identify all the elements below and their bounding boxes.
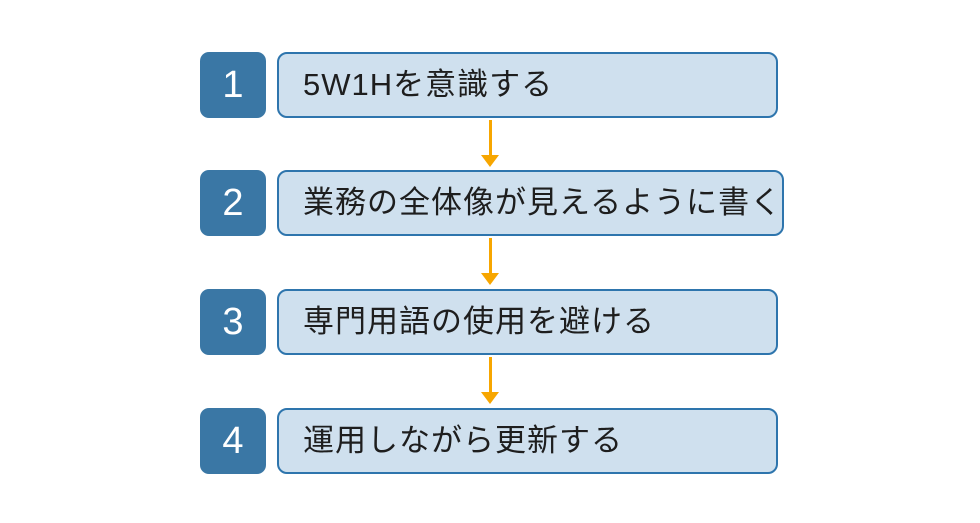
arrow-shaft bbox=[488, 238, 492, 273]
arrow-head bbox=[481, 392, 499, 404]
step-1-number: 1 bbox=[222, 64, 244, 106]
down-arrow-2 bbox=[481, 238, 499, 285]
down-arrow-1 bbox=[481, 120, 499, 167]
step-1-number-box: 1 bbox=[200, 52, 266, 118]
step-3-number: 3 bbox=[222, 301, 244, 343]
step-3-number-box: 3 bbox=[200, 289, 266, 355]
step-1-label: 5W1Hを意識する bbox=[303, 67, 554, 103]
step-row-4: 4 運用しながら更新する bbox=[200, 408, 778, 474]
arrow-head bbox=[481, 155, 499, 167]
step-row-2: 2 業務の全体像が見えるように書く bbox=[200, 170, 785, 236]
arrow-shaft bbox=[488, 120, 492, 155]
step-4-number: 4 bbox=[222, 420, 244, 462]
step-2-label-box: 業務の全体像が見えるように書く bbox=[277, 170, 785, 236]
step-4-label-box: 運用しながら更新する bbox=[277, 408, 778, 474]
arrow-head bbox=[481, 273, 499, 285]
arrow-shaft bbox=[488, 357, 492, 392]
step-row-1: 1 5W1Hを意識する bbox=[200, 52, 778, 118]
step-3-label: 専門用語の使用を避ける bbox=[303, 304, 655, 340]
step-row-3: 3 専門用語の使用を避ける bbox=[200, 289, 778, 355]
step-3-label-box: 専門用語の使用を避ける bbox=[277, 289, 778, 355]
step-4-number-box: 4 bbox=[200, 408, 266, 474]
step-2-number: 2 bbox=[222, 182, 244, 224]
step-1-label-box: 5W1Hを意識する bbox=[277, 52, 778, 118]
step-2-number-box: 2 bbox=[200, 170, 266, 236]
step-2-label: 業務の全体像が見えるように書く bbox=[303, 185, 783, 221]
down-arrow-3 bbox=[481, 357, 499, 404]
step-4-label: 運用しながら更新する bbox=[303, 423, 623, 459]
